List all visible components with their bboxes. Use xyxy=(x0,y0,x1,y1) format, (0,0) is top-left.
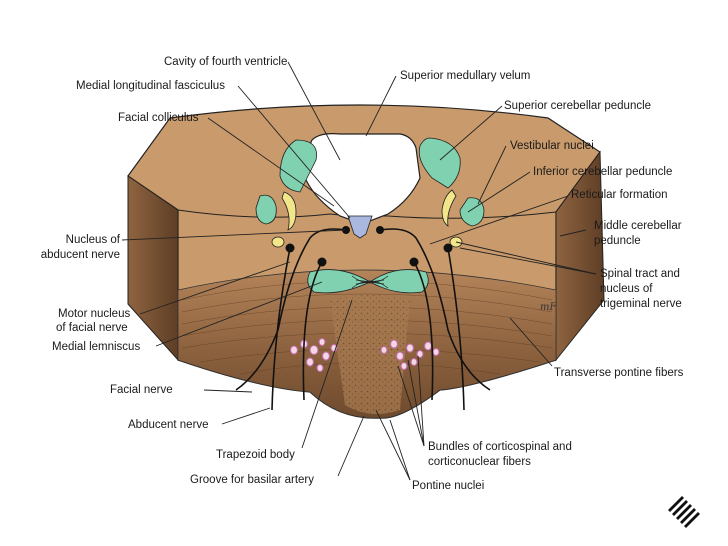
superior-cerebellar-peduncle-right xyxy=(418,137,461,189)
label-superior-medullary-velum: Superior medullary velum xyxy=(400,70,531,82)
corticospinal-bundles xyxy=(289,337,440,373)
inferior-cerebellar-peduncle-right xyxy=(441,189,457,227)
label-cavity-fourth-ventricle: Cavity of fourth ventricle xyxy=(164,56,288,68)
medial-lemniscus-right xyxy=(369,269,429,294)
label-spinal-tract-2: nucleus of xyxy=(600,283,653,295)
label-facial-nerve: Facial nerve xyxy=(110,384,173,396)
label-abducent-nerve: Abducent nerve xyxy=(128,419,209,431)
label-reticular-formation: Reticular formation xyxy=(571,189,668,201)
label-spinal-tract-1: Spinal tract and xyxy=(600,268,680,280)
fourth-ventricle-cavity xyxy=(303,133,421,225)
label-medial-longitudinal-fasciculus: Medial longitudinal fasciculus xyxy=(76,80,225,92)
medial-longitudinal-fasciculus xyxy=(347,215,373,239)
label-spinal-tract-3: trigeminal nerve xyxy=(600,298,682,310)
label-pontine-nuclei: Pontine nuclei xyxy=(412,480,485,492)
inferior-cerebellar-peduncle-left xyxy=(281,191,297,231)
medial-lemniscus-left xyxy=(307,269,371,294)
illustrator-signature: mF xyxy=(540,302,557,313)
label-facial-colliculus: Facial colliculus xyxy=(118,112,199,124)
label-transverse-pontine-fibers: Transverse pontine fibers xyxy=(554,367,684,379)
label-middle-cerebellar-peduncle-2: peduncle xyxy=(594,235,641,247)
nerve-paths xyxy=(235,228,491,411)
label-trapezoid-body: Trapezoid body xyxy=(216,449,295,461)
label-inferior-cerebellar-peduncle: Inferior cerebellar peduncle xyxy=(533,166,673,178)
publisher-logo xyxy=(668,496,700,528)
label-nucleus-abducent-1: Nucleus of xyxy=(65,234,120,246)
spinal-trigeminal-left xyxy=(271,236,285,248)
superior-cerebellar-peduncle-left xyxy=(279,139,317,193)
label-motor-nucleus-facial-1: Motor nucleus xyxy=(58,308,131,320)
label-motor-nucleus-facial-2: of facial nerve xyxy=(56,322,128,334)
label-superior-cerebellar-peduncle: Superior cerebellar peduncle xyxy=(504,100,652,112)
leader-lines xyxy=(121,61,597,481)
label-vestibular-nuclei: Vestibular nuclei xyxy=(510,140,594,152)
basilar-stipple xyxy=(330,295,410,414)
label-nucleus-abducent-2: abducent nerve xyxy=(40,249,120,261)
vestibular-nucleus-left xyxy=(255,194,277,225)
trapezoid-body-fibers xyxy=(351,275,389,289)
label-bundles-1: Bundles of corticospinal and xyxy=(428,441,572,453)
label-groove-basilar-artery: Groove for basilar artery xyxy=(190,474,314,486)
label-medial-lemniscus: Medial lemniscus xyxy=(52,341,141,353)
label-middle-cerebellar-peduncle-1: Middle cerebellar xyxy=(594,220,682,232)
label-bundles-2: corticonuclear fibers xyxy=(428,456,531,468)
